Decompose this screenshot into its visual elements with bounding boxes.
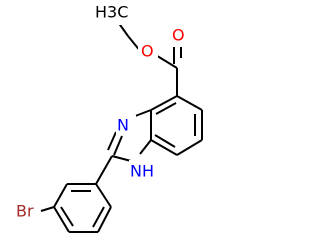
atom-label-br: Br bbox=[16, 202, 34, 221]
bond-benzene-6-inner bbox=[155, 102, 177, 115]
benzimidazole-benzene-ring bbox=[150, 95, 203, 156]
atom-label-n-imine: N bbox=[117, 116, 129, 135]
chemical-structure-diagram: O O N NH Br H3C bbox=[16, 3, 203, 233]
bond-benzene-4 bbox=[150, 139, 178, 156]
bond-benzene-1 bbox=[176, 95, 203, 111]
bond-phenyl-4-inner bbox=[60, 206, 74, 227]
bond-n-c2-inner bbox=[113, 135, 123, 156]
bromophenyl-ring bbox=[40, 155, 113, 233]
bond-benzene-3 bbox=[176, 139, 203, 156]
atom-label-o-ester: O bbox=[141, 42, 154, 61]
bond-phenyl-2-inner bbox=[92, 206, 105, 228]
atom-label-nh: NH bbox=[130, 162, 154, 181]
atom-label-o-carbonyl: O bbox=[172, 26, 185, 45]
bond-nh-c bbox=[139, 139, 152, 155]
bond-phenyl-1 bbox=[95, 183, 112, 208]
bond-phenyl-4 bbox=[53, 206, 70, 233]
bond-c2-phenyl bbox=[95, 155, 113, 185]
bond-benzene-4-inner bbox=[154, 134, 176, 148]
bond-benzene-6 bbox=[150, 95, 178, 111]
bond-phenyl-5 bbox=[53, 183, 68, 208]
bond-n-c2-outer bbox=[107, 131, 117, 151]
atom-labels: O O N NH Br H3C bbox=[16, 3, 191, 223]
bond-phenyl-br bbox=[40, 206, 55, 212]
bond-phenyl-2 bbox=[97, 206, 112, 233]
atom-label-h3c: H3C bbox=[95, 3, 128, 22]
